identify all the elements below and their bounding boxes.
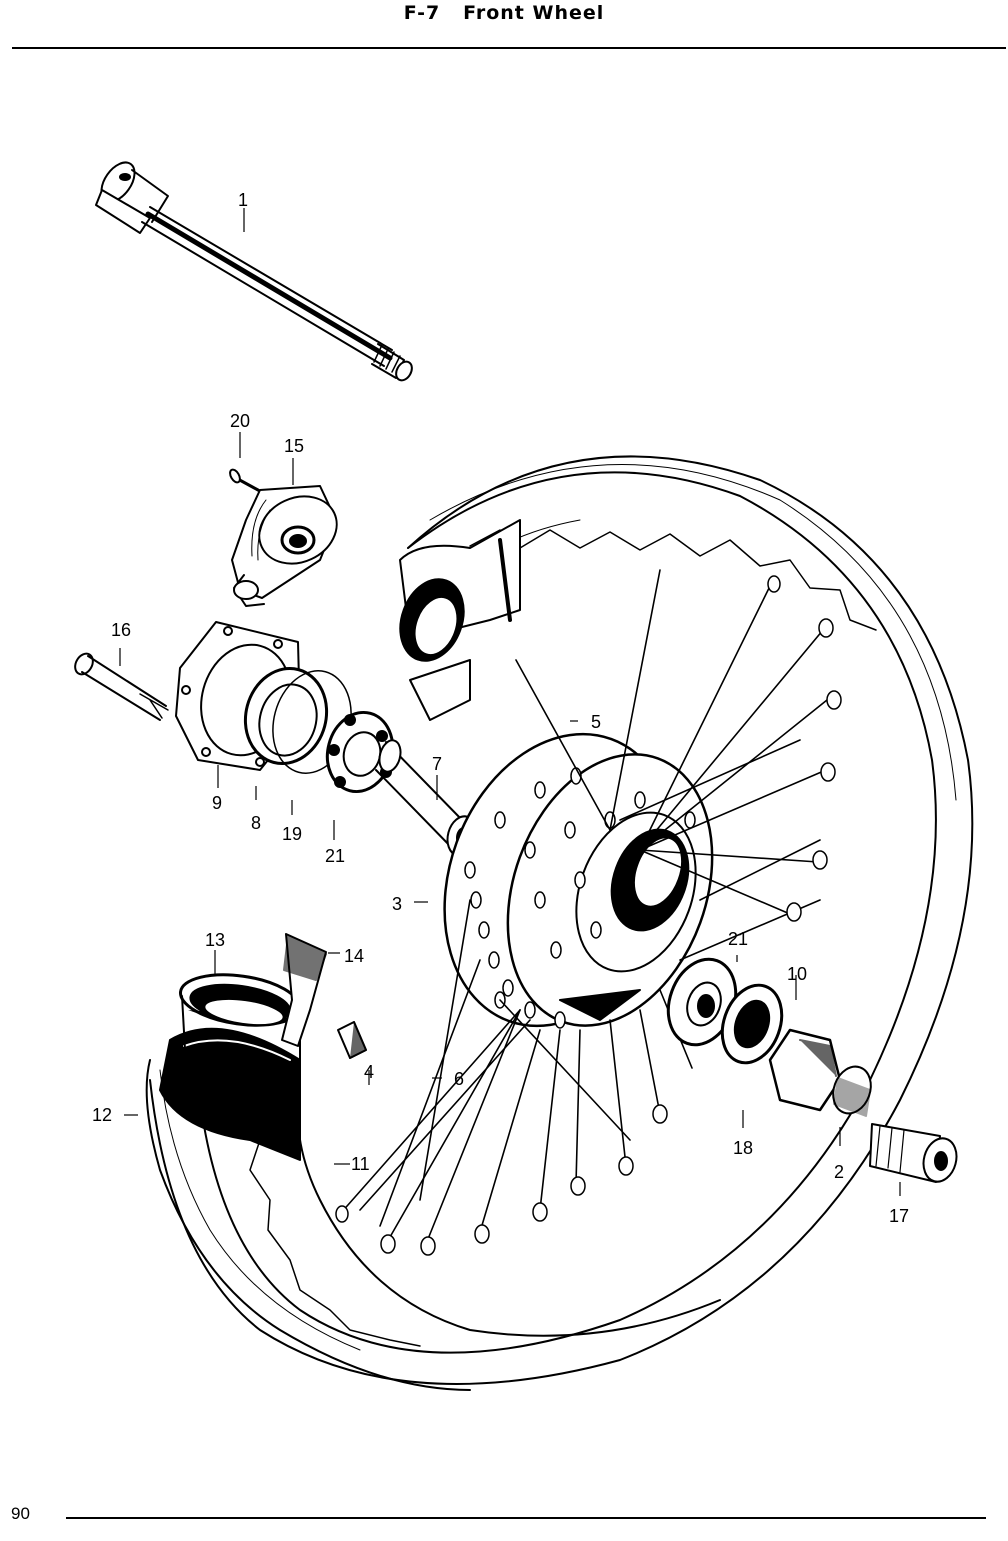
axle-nut-plate — [768, 1028, 842, 1112]
callout-19: 19 — [282, 824, 302, 844]
callout-7: 7 — [432, 754, 442, 774]
diagram-svg: 1 2 3 4 5 6 7 8 9 10 11 12 13 14 15 16 1… — [74, 161, 974, 1391]
callout-21-right: 21 — [728, 929, 748, 949]
wheel-hub — [443, 732, 714, 1029]
callout-1: 1 — [238, 190, 248, 210]
callout-labels: 1 2 3 4 5 6 7 8 9 10 11 12 13 14 15 16 1… — [92, 190, 909, 1226]
footer-rule — [66, 1517, 986, 1519]
callout-18: 18 — [733, 1138, 753, 1158]
callout-2: 2 — [834, 1162, 844, 1182]
callout-9: 9 — [212, 793, 222, 813]
spokes — [339, 569, 833, 1245]
callout-13: 13 — [205, 930, 225, 950]
callout-20: 20 — [230, 411, 250, 431]
front-axle — [95, 161, 413, 382]
oil-seal — [243, 666, 329, 766]
callout-4: 4 — [364, 1062, 374, 1082]
section-title: Front Wheel — [463, 2, 605, 24]
bearing-left — [325, 710, 395, 794]
callout-10: 10 — [787, 964, 807, 984]
callout-16: 16 — [111, 620, 131, 640]
tire — [149, 455, 974, 1385]
speedometer-gearbox — [229, 468, 338, 607]
callout-12: 12 — [92, 1105, 112, 1125]
inner-tube — [178, 973, 302, 1081]
callout-3: 3 — [392, 894, 402, 914]
spoke-nipple — [337, 1021, 367, 1059]
bolt — [74, 652, 169, 721]
axle-nut — [869, 1123, 958, 1183]
page-number: 90 — [11, 1504, 30, 1523]
rim-band — [281, 933, 327, 1047]
callout-21-left: 21 — [325, 846, 345, 866]
callout-6: 6 — [454, 1069, 464, 1089]
page-header: F-7 Front Wheel — [0, 0, 1008, 52]
page-title: F-7 Front Wheel — [0, 2, 1008, 24]
tire-lower-section — [145, 1027, 721, 1391]
callout-11: 11 — [351, 1154, 370, 1174]
callout-8: 8 — [251, 813, 261, 833]
rim-nipples — [335, 575, 842, 1256]
callout-15: 15 — [284, 436, 304, 456]
callout-17: 17 — [889, 1206, 909, 1226]
leader-lines — [119, 208, 901, 1196]
callout-14: 14 — [344, 946, 364, 966]
section-code: F-7 — [403, 2, 441, 24]
callout-5: 5 — [591, 712, 601, 732]
header-rule — [12, 47, 1006, 49]
exploded-parts-diagram: 1 2 3 4 5 6 7 8 9 10 11 12 13 14 15 16 1… — [0, 60, 1008, 1500]
axle-spacer — [832, 1065, 872, 1117]
dust-seal — [720, 983, 784, 1065]
